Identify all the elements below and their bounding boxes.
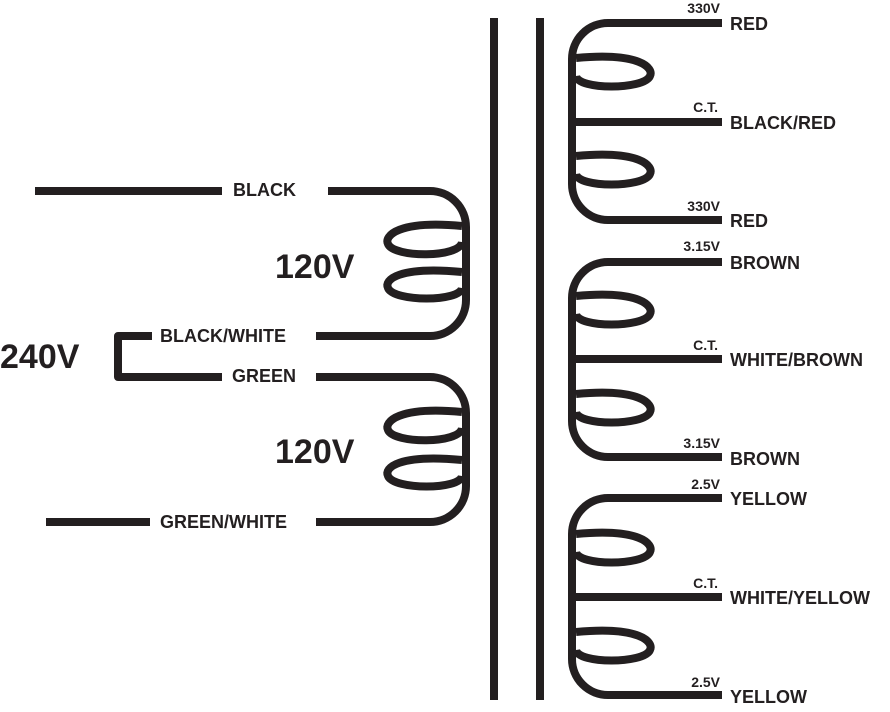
label-f25-ct: C.T.	[693, 575, 718, 591]
hv-winding-path	[568, 19, 722, 224]
label-f25-top-wire: YELLOW	[730, 489, 807, 509]
primary-upper-coil-loop-1	[383, 220, 466, 259]
f25-coil-loop-2	[572, 626, 655, 665]
hv-coil-loop-1	[572, 52, 655, 91]
primary-upper-coil-loop-2	[383, 266, 466, 303]
label-f25-ct-wire: WHITE/YELLOW	[730, 588, 870, 608]
black-lead-inner	[316, 187, 470, 340]
label-f315-ct-wire: WHITE/BROWN	[730, 350, 863, 370]
label-hv-bottom-wire: RED	[730, 211, 768, 231]
green-lead-inner	[316, 373, 470, 526]
hv-coil-loop-2	[572, 150, 655, 189]
label-f315-bottom-wire: BROWN	[730, 449, 800, 469]
f25-winding-path	[568, 494, 722, 699]
label-f315-top-voltage: 3.15V	[683, 238, 720, 254]
primary-lower-coil-loop-1	[383, 406, 466, 445]
label-primary-240v: 240V	[0, 338, 80, 376]
secondary-315-winding	[568, 258, 722, 461]
label-black: BLACK	[233, 180, 296, 200]
f315-winding-path	[568, 258, 722, 461]
secondary-25-winding	[568, 494, 722, 699]
label-f315-top-wire: BROWN	[730, 253, 800, 273]
label-primary-lower-voltage: 120V	[275, 433, 355, 471]
jumper-240v	[114, 332, 222, 381]
label-f315-bottom-voltage: 3.15V	[683, 435, 720, 451]
label-green-white: GREEN/WHITE	[160, 512, 287, 532]
label-hv-ct: C.T.	[693, 99, 718, 115]
label-hv-top-wire: RED	[730, 14, 768, 34]
f315-coil-loop-1	[572, 290, 655, 329]
label-f25-bottom-voltage: 2.5V	[691, 674, 720, 690]
f315-coil-loop-2	[572, 388, 655, 427]
primary-lower-coil-loop-2	[383, 454, 466, 491]
secondary-hv-winding	[568, 19, 722, 224]
label-hv-ct-wire: BLACK/RED	[730, 113, 836, 133]
transformer-core	[490, 18, 544, 700]
label-f25-top-voltage: 2.5V	[691, 476, 720, 492]
label-f315-ct: C.T.	[693, 337, 718, 353]
label-black-white: BLACK/WHITE	[160, 326, 286, 346]
label-primary-upper-voltage: 120V	[275, 248, 355, 286]
primary-winding	[35, 187, 470, 526]
label-hv-top-voltage: 330V	[687, 0, 720, 16]
label-f25-bottom-wire: YELLOW	[730, 687, 807, 707]
label-hv-bottom-voltage: 330V	[687, 198, 720, 214]
f25-coil-loop-1	[572, 528, 655, 567]
label-green: GREEN	[232, 366, 296, 386]
